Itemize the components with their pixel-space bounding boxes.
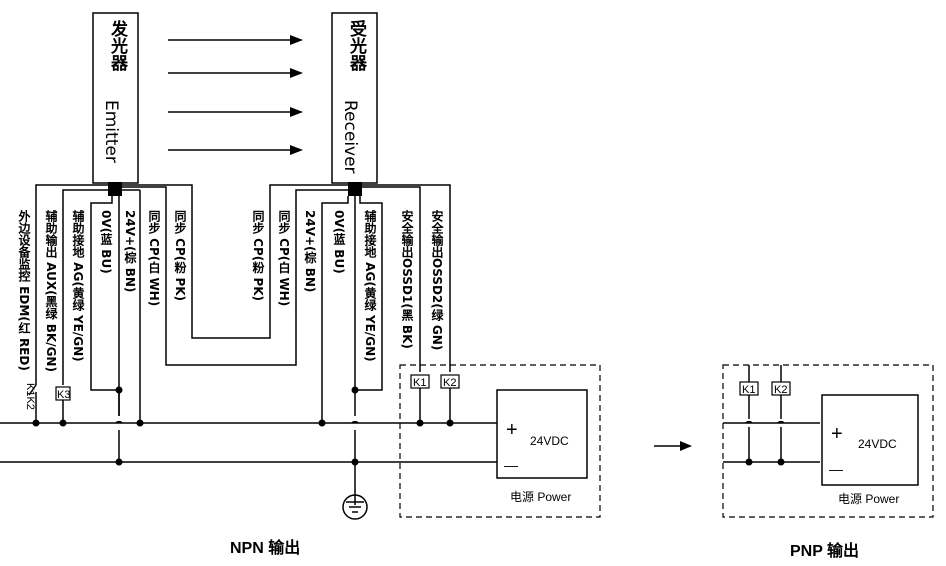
ground-icon [342, 494, 368, 520]
emitter-connector [108, 182, 122, 196]
pnp-supply-box [821, 394, 919, 486]
label-24v: 24V+(棕 BN) [123, 210, 137, 292]
label-aux: 辅助输出 AUX(黑绿 BK/GN) [44, 209, 58, 372]
pnp-voltage: 24VDC [858, 437, 897, 451]
label-edm: 外边设备监控 EDM(红 RED) [17, 209, 31, 371]
npn-plus-sign: + [506, 419, 518, 441]
emitter-box [92, 12, 139, 184]
k3-label: K3 [57, 389, 70, 401]
pnp-title: PNP 输出 [790, 541, 859, 560]
receiver-harness [321, 184, 451, 505]
label-ossd1: 安全输出OSSD1(黑 BK) [400, 209, 414, 349]
emitter-cn-label: 发光器 [107, 19, 129, 72]
bus-crossover-hop [115, 420, 123, 424]
k1k2-label: K1K2 [24, 383, 36, 410]
npn-voltage: 24VDC [530, 434, 569, 448]
label-0v: 0V(蓝 BU) [99, 210, 113, 274]
emitter-wire-labels: 外边设备监控 EDM(红 RED) 辅助输出 AUX(黑绿 BK/GN) 辅助接… [17, 209, 187, 372]
pnp-minus-sign: — [829, 461, 843, 477]
receiver-connector [348, 182, 362, 196]
emitter-en-label: Emitter [101, 100, 121, 163]
k2-label: K2 [443, 377, 456, 389]
npn-enclosure [399, 364, 601, 518]
junction-dots [32, 386, 454, 466]
label-rx-cp-pk: 同步 CP(粉 PK) [251, 210, 265, 301]
label-rx-cp-wh: 同步 CP(白 WH) [277, 210, 291, 307]
npn-title: NPN 输出 [230, 538, 300, 557]
label-ossd2: 安全输出OSSD2(绿 GN) [430, 209, 444, 351]
npn-minus-sign: — [504, 457, 518, 473]
label-rx-ag: 辅助接地 AG(黄绿 YE/GN) [363, 209, 377, 362]
npn-supply-label: 电源 Power [510, 490, 571, 504]
receiver-cn-label: 受光器 [346, 19, 368, 72]
label-ag: 辅助接地 AG(黄绿 YE/GN) [71, 209, 85, 362]
pnp-k1-label: K1 [742, 384, 755, 396]
k2-relay [440, 374, 460, 389]
receiver-wire-labels: 同步 CP(粉 PK) 同步 CP(白 WH) 24V+(棕 BN) 0V(蓝 … [251, 209, 444, 362]
bus-crossover-hop-2 [351, 420, 359, 424]
receiver-en-label: Receiver [340, 100, 360, 174]
pnp-enclosure [722, 364, 934, 518]
label-rx-24v: 24V+(棕 BN) [303, 210, 317, 292]
pnp-plus-sign: + [831, 423, 843, 445]
k1-label: K1 [413, 377, 426, 389]
label-cp-wh: 同步 CP(白 WH) [147, 210, 161, 307]
pnp-supply-label: 电源 Power [838, 492, 899, 506]
receiver-box [331, 12, 378, 184]
pnp-k2-label: K2 [774, 384, 787, 396]
label-rx-0v: 0V(蓝 BU) [332, 210, 346, 274]
beam-arrows [168, 35, 303, 155]
label-cp-pk: 同步 CP(粉 PK) [173, 210, 187, 301]
k1-relay [410, 374, 430, 389]
npn-supply-box [496, 389, 588, 479]
edm-contact: K1K2 [24, 383, 37, 423]
emitter-harness [35, 184, 348, 462]
